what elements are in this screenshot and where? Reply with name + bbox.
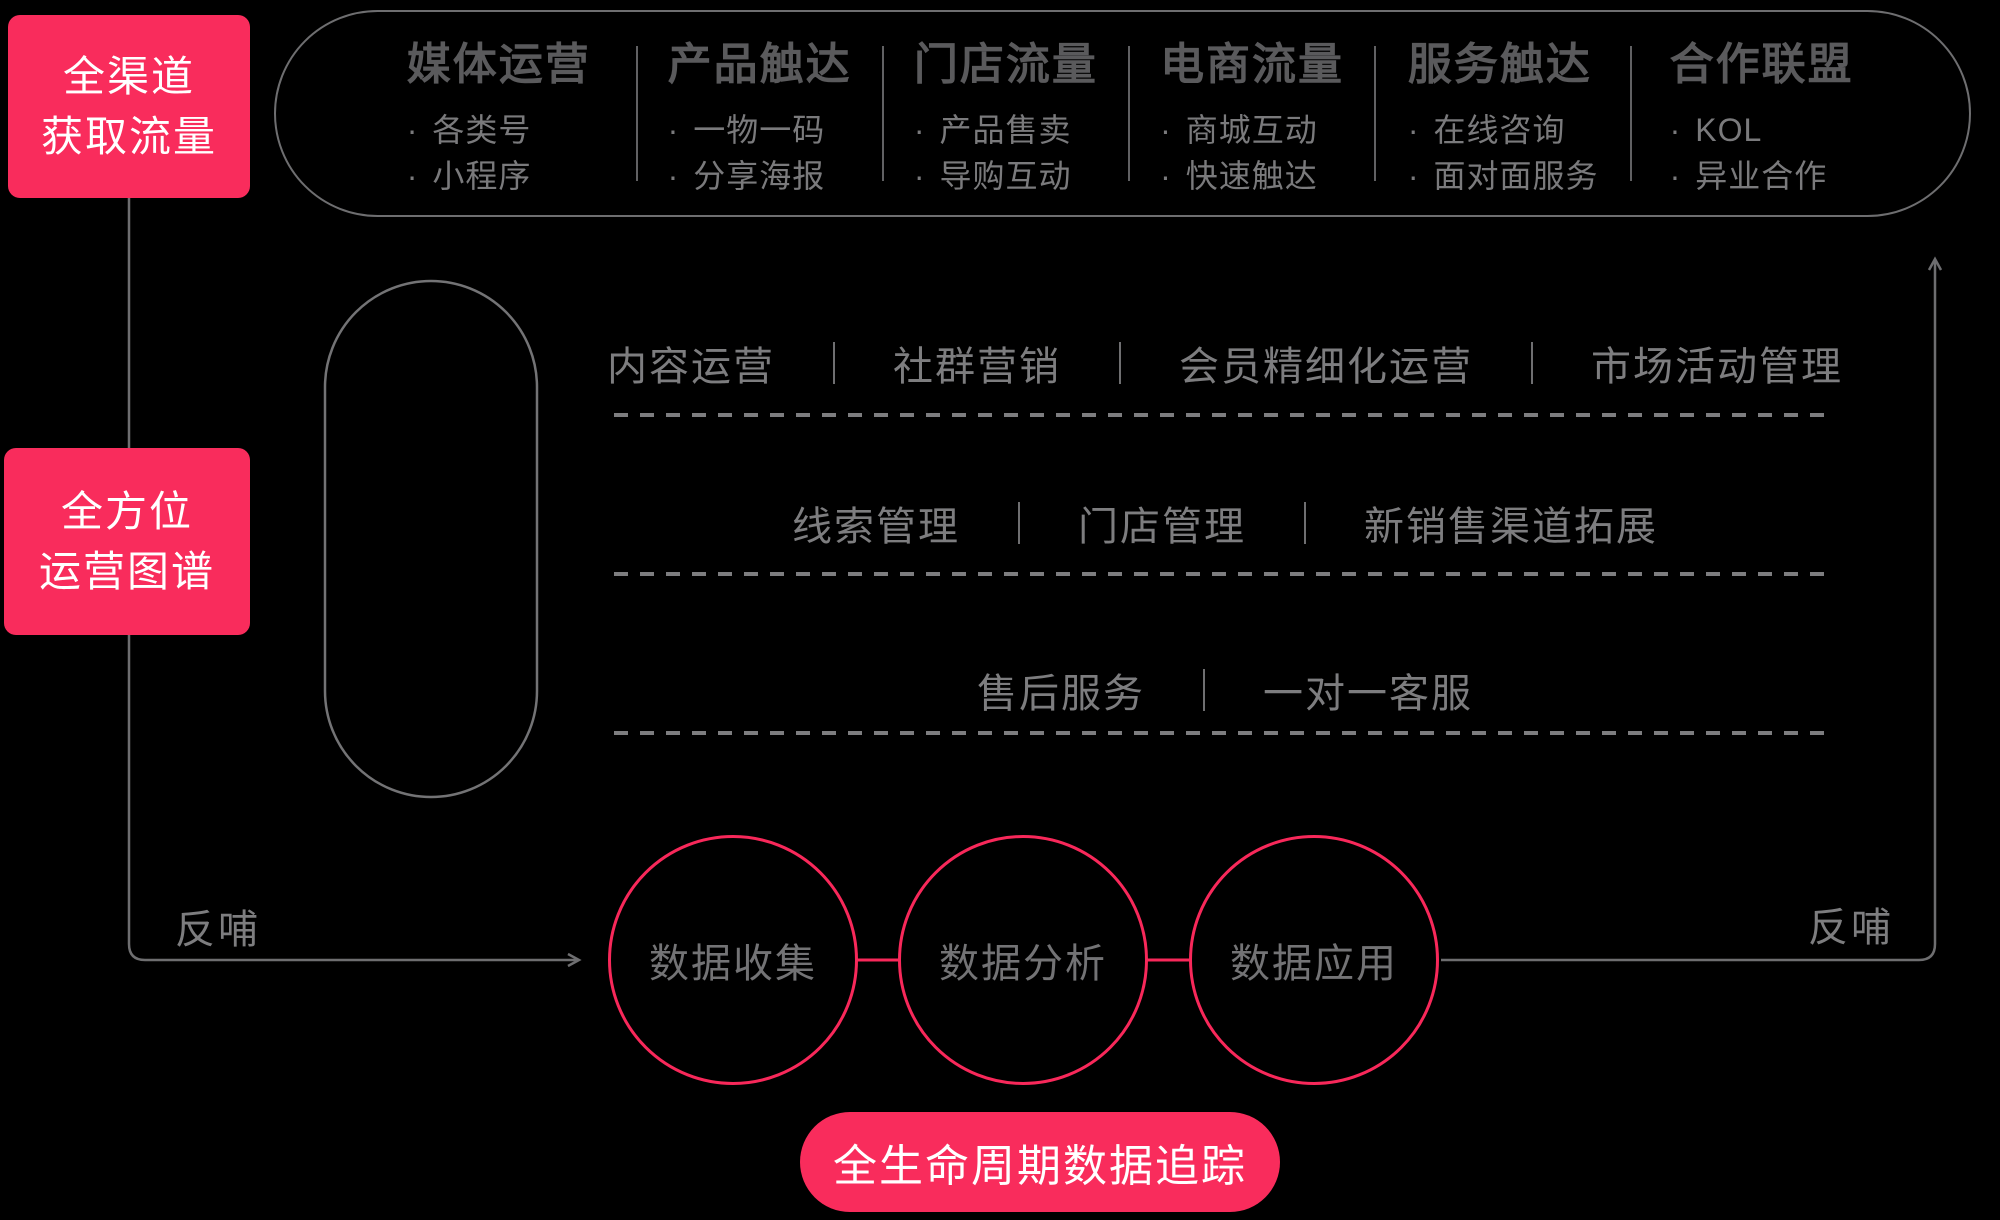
row-divider [1119,342,1121,384]
badge-operation-map: 全方位 运营图谱 [4,448,250,635]
operation-item: 新销售渠道拓展 [1364,505,1658,549]
row-divider [833,342,835,384]
badge-operation-line2: 运营图谱 [38,547,215,595]
channel-column-product: 产品触达 一物一码 分享海报 [638,28,882,199]
column-divider [635,46,638,181]
badge-omnichannel-line2: 获取流量 [40,112,217,160]
badge-omnichannel-traffic: 全渠道 获取流量 [8,15,250,198]
operation-item: 售后服务 [977,672,1145,716]
feedback-label-right: 反哺 [1808,906,1894,950]
lifecycle-tracking-pill: 全生命周期数据追踪 [800,1112,1280,1212]
row-divider [1531,342,1533,384]
circle-label: 数据收集 [649,942,817,986]
column-divider [881,46,884,181]
badge-omnichannel-line1: 全渠道 [62,52,195,100]
channel-item: 商城互动 [1160,108,1344,153]
channel-column-service: 服务触达 在线咨询 面对面服务 [1376,28,1630,199]
channel-title: 产品触达 [667,40,852,90]
feedback-label-left: 反哺 [175,908,261,952]
operation-item: 会员精细化运营 [1179,345,1473,389]
channel-item: 面对面服务 [1408,154,1599,199]
channel-title: 门店流量 [913,40,1098,90]
column-divider [1374,46,1377,181]
badge-operation-line1: 全方位 [60,487,193,535]
channel-item: 一物一码 [668,108,852,153]
channel-title: 电商流量 [1160,40,1345,90]
operation-item: 门店管理 [1078,505,1246,549]
column-divider [1127,46,1130,181]
channel-column-store: 门店流量 产品售卖 导购互动 [884,28,1128,199]
channel-title: 服务触达 [1407,40,1592,90]
lifecycle-tracking-label: 全生命周期数据追踪 [833,1142,1247,1191]
operation-item: 市场活动管理 [1591,345,1843,389]
row-divider [1018,502,1020,544]
circle-data-collection: 数据收集 [608,835,858,1085]
row-divider [1304,502,1306,544]
channel-item: 产品售卖 [914,108,1098,153]
channel-item: 各类号 [407,108,591,153]
operation-item: 社群营销 [893,345,1061,389]
operation-row-2: 线索管理 门店管理 新销售渠道拓展 [480,497,1970,549]
channel-item: 快速触达 [1160,154,1344,199]
circle-label: 数据分析 [939,942,1107,986]
flow-line-right-feedback [1441,256,1943,962]
capsule-outline [323,279,539,799]
column-divider [1630,46,1633,181]
channel-column-media: 媒体运营 各类号 小程序 [362,28,636,199]
operation-item: 内容运营 [607,345,775,389]
row-divider [1203,669,1205,711]
channel-title: 合作联盟 [1669,40,1854,90]
circle-data-application: 数据应用 [1189,835,1439,1085]
circle-label: 数据应用 [1230,942,1398,986]
channels-container: 媒体运营 各类号 小程序 产品触达 一物一码 分享海报 门店流量 产品售卖 导购… [274,10,1971,217]
channel-item: 在线咨询 [1408,108,1599,153]
operation-row-1: 内容运营 社群营销 会员精细化运营 市场活动管理 [480,337,1970,389]
channel-item: 异业合作 [1670,154,1854,199]
channel-item: 导购互动 [914,154,1098,199]
channel-column-ecommerce: 电商流量 商城互动 快速触达 [1130,28,1374,199]
operation-item: 线索管理 [792,505,960,549]
channel-item: 分享海报 [668,154,852,199]
operation-row-3: 售后服务 一对一客服 [480,664,1970,716]
channel-title: 媒体运营 [406,40,591,90]
circle-data-analysis: 数据分析 [898,835,1148,1085]
channel-item: 小程序 [407,154,591,199]
operation-item: 一对一客服 [1263,672,1473,716]
flow-line-left-feedback [127,198,582,968]
channel-column-alliance: 合作联盟 KOL 异业合作 [1632,28,1891,199]
channel-item: KOL [1670,108,1854,153]
